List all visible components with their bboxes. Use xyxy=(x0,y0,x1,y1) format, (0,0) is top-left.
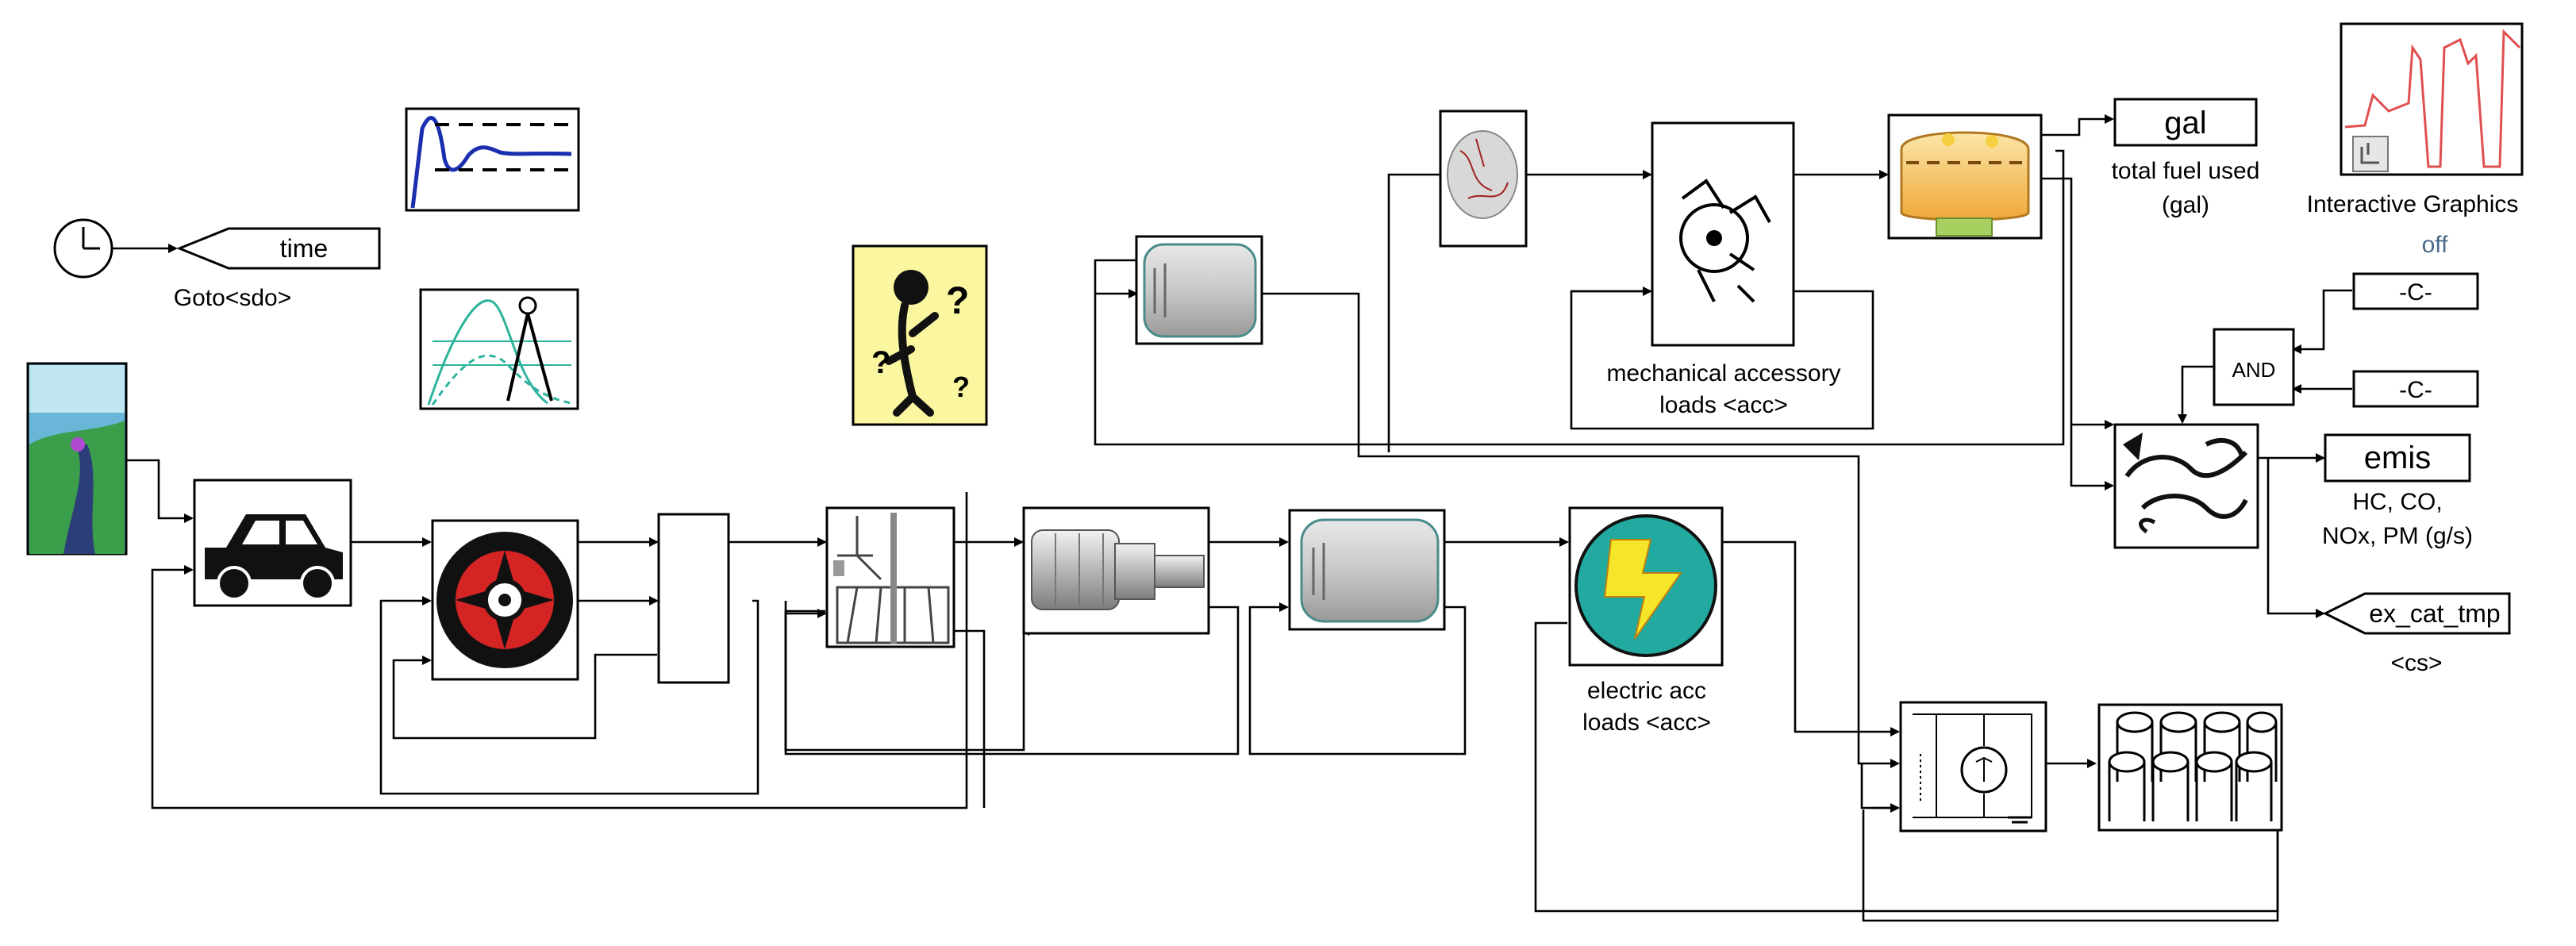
interactive-graphics-title: Interactive Graphics xyxy=(2307,191,2519,217)
fuel-output-label-1: total fuel used xyxy=(2112,158,2260,184)
constant-block-1[interactable]: -C- xyxy=(2352,272,2479,310)
goto-time-label: Goto<sdo> xyxy=(174,285,291,311)
clock-block[interactable] xyxy=(53,218,113,279)
emissions-output-block[interactable]: emis xyxy=(2324,433,2471,483)
goto-time-tag: time xyxy=(280,234,328,263)
scope-step-response-icon[interactable] xyxy=(405,107,580,212)
emissions-output-tag: emis xyxy=(2364,440,2431,475)
fuel-output-block[interactable]: gal xyxy=(2113,98,2258,147)
constant-2-value: -C- xyxy=(2399,377,2432,403)
mech-acc-label-2: loads <acc> xyxy=(1659,392,1788,418)
emissions-label-2: NOx, PM (g/s) xyxy=(2322,523,2473,549)
exhaust-temp-label: <cs> xyxy=(2390,650,2442,676)
dividers-plot-icon[interactable] xyxy=(419,288,579,410)
goto-time-block[interactable]: time xyxy=(175,227,381,270)
wheel-axle-block[interactable] xyxy=(431,519,579,681)
fuel-tank-block[interactable] xyxy=(1887,113,2043,240)
drive-cycle-road-icon[interactable] xyxy=(26,362,128,556)
mech-acc-label-1: mechanical accessory xyxy=(1606,360,1840,386)
mechanical-accessory-block[interactable] xyxy=(1651,121,1795,347)
and-logic-label: AND xyxy=(2232,358,2276,382)
thinking-figure-icon[interactable]: ? ? ? xyxy=(852,244,988,426)
gearbox-block[interactable] xyxy=(825,506,955,648)
controller-brain-icon[interactable] xyxy=(1439,110,1528,248)
fuel-output-label-2: (gal) xyxy=(2162,192,2209,218)
exhaust-temp-goto-block[interactable]: ex_cat_tmp xyxy=(2322,592,2511,635)
svg-text:?: ? xyxy=(871,345,890,380)
motor-upper-block[interactable] xyxy=(1135,235,1263,345)
vehicle-block[interactable] xyxy=(193,479,352,607)
interactive-graphics-state: off xyxy=(2422,232,2448,258)
electric-accessory-block[interactable] xyxy=(1568,506,1724,667)
constant-block-2[interactable]: -C- xyxy=(2352,370,2479,408)
signal-wires xyxy=(111,114,2352,922)
torque-coupler-block[interactable] xyxy=(1022,506,1210,635)
elec-acc-label-2: loads <acc> xyxy=(1582,710,1711,736)
fuel-output-tag: gal xyxy=(2164,106,2206,140)
exhaust-temp-tag: ex_cat_tmp xyxy=(2369,599,2500,628)
motor-block[interactable] xyxy=(1288,509,1446,631)
constant-1-value: -C- xyxy=(2399,279,2432,306)
interactive-graphics-block[interactable] xyxy=(2340,22,2524,176)
svg-text:?: ? xyxy=(952,371,970,403)
and-logic-block[interactable]: AND xyxy=(2213,328,2295,406)
exhaust-emissions-block[interactable] xyxy=(2113,423,2259,549)
emissions-label-1: HC, CO, xyxy=(2352,489,2442,515)
svg-text:?: ? xyxy=(946,280,969,322)
elec-acc-label-1: electric acc xyxy=(1587,678,1706,704)
battery-pack-block[interactable] xyxy=(2097,703,2283,832)
final-drive-block[interactable] xyxy=(657,513,730,684)
power-bus-block[interactable] xyxy=(1899,701,2047,833)
